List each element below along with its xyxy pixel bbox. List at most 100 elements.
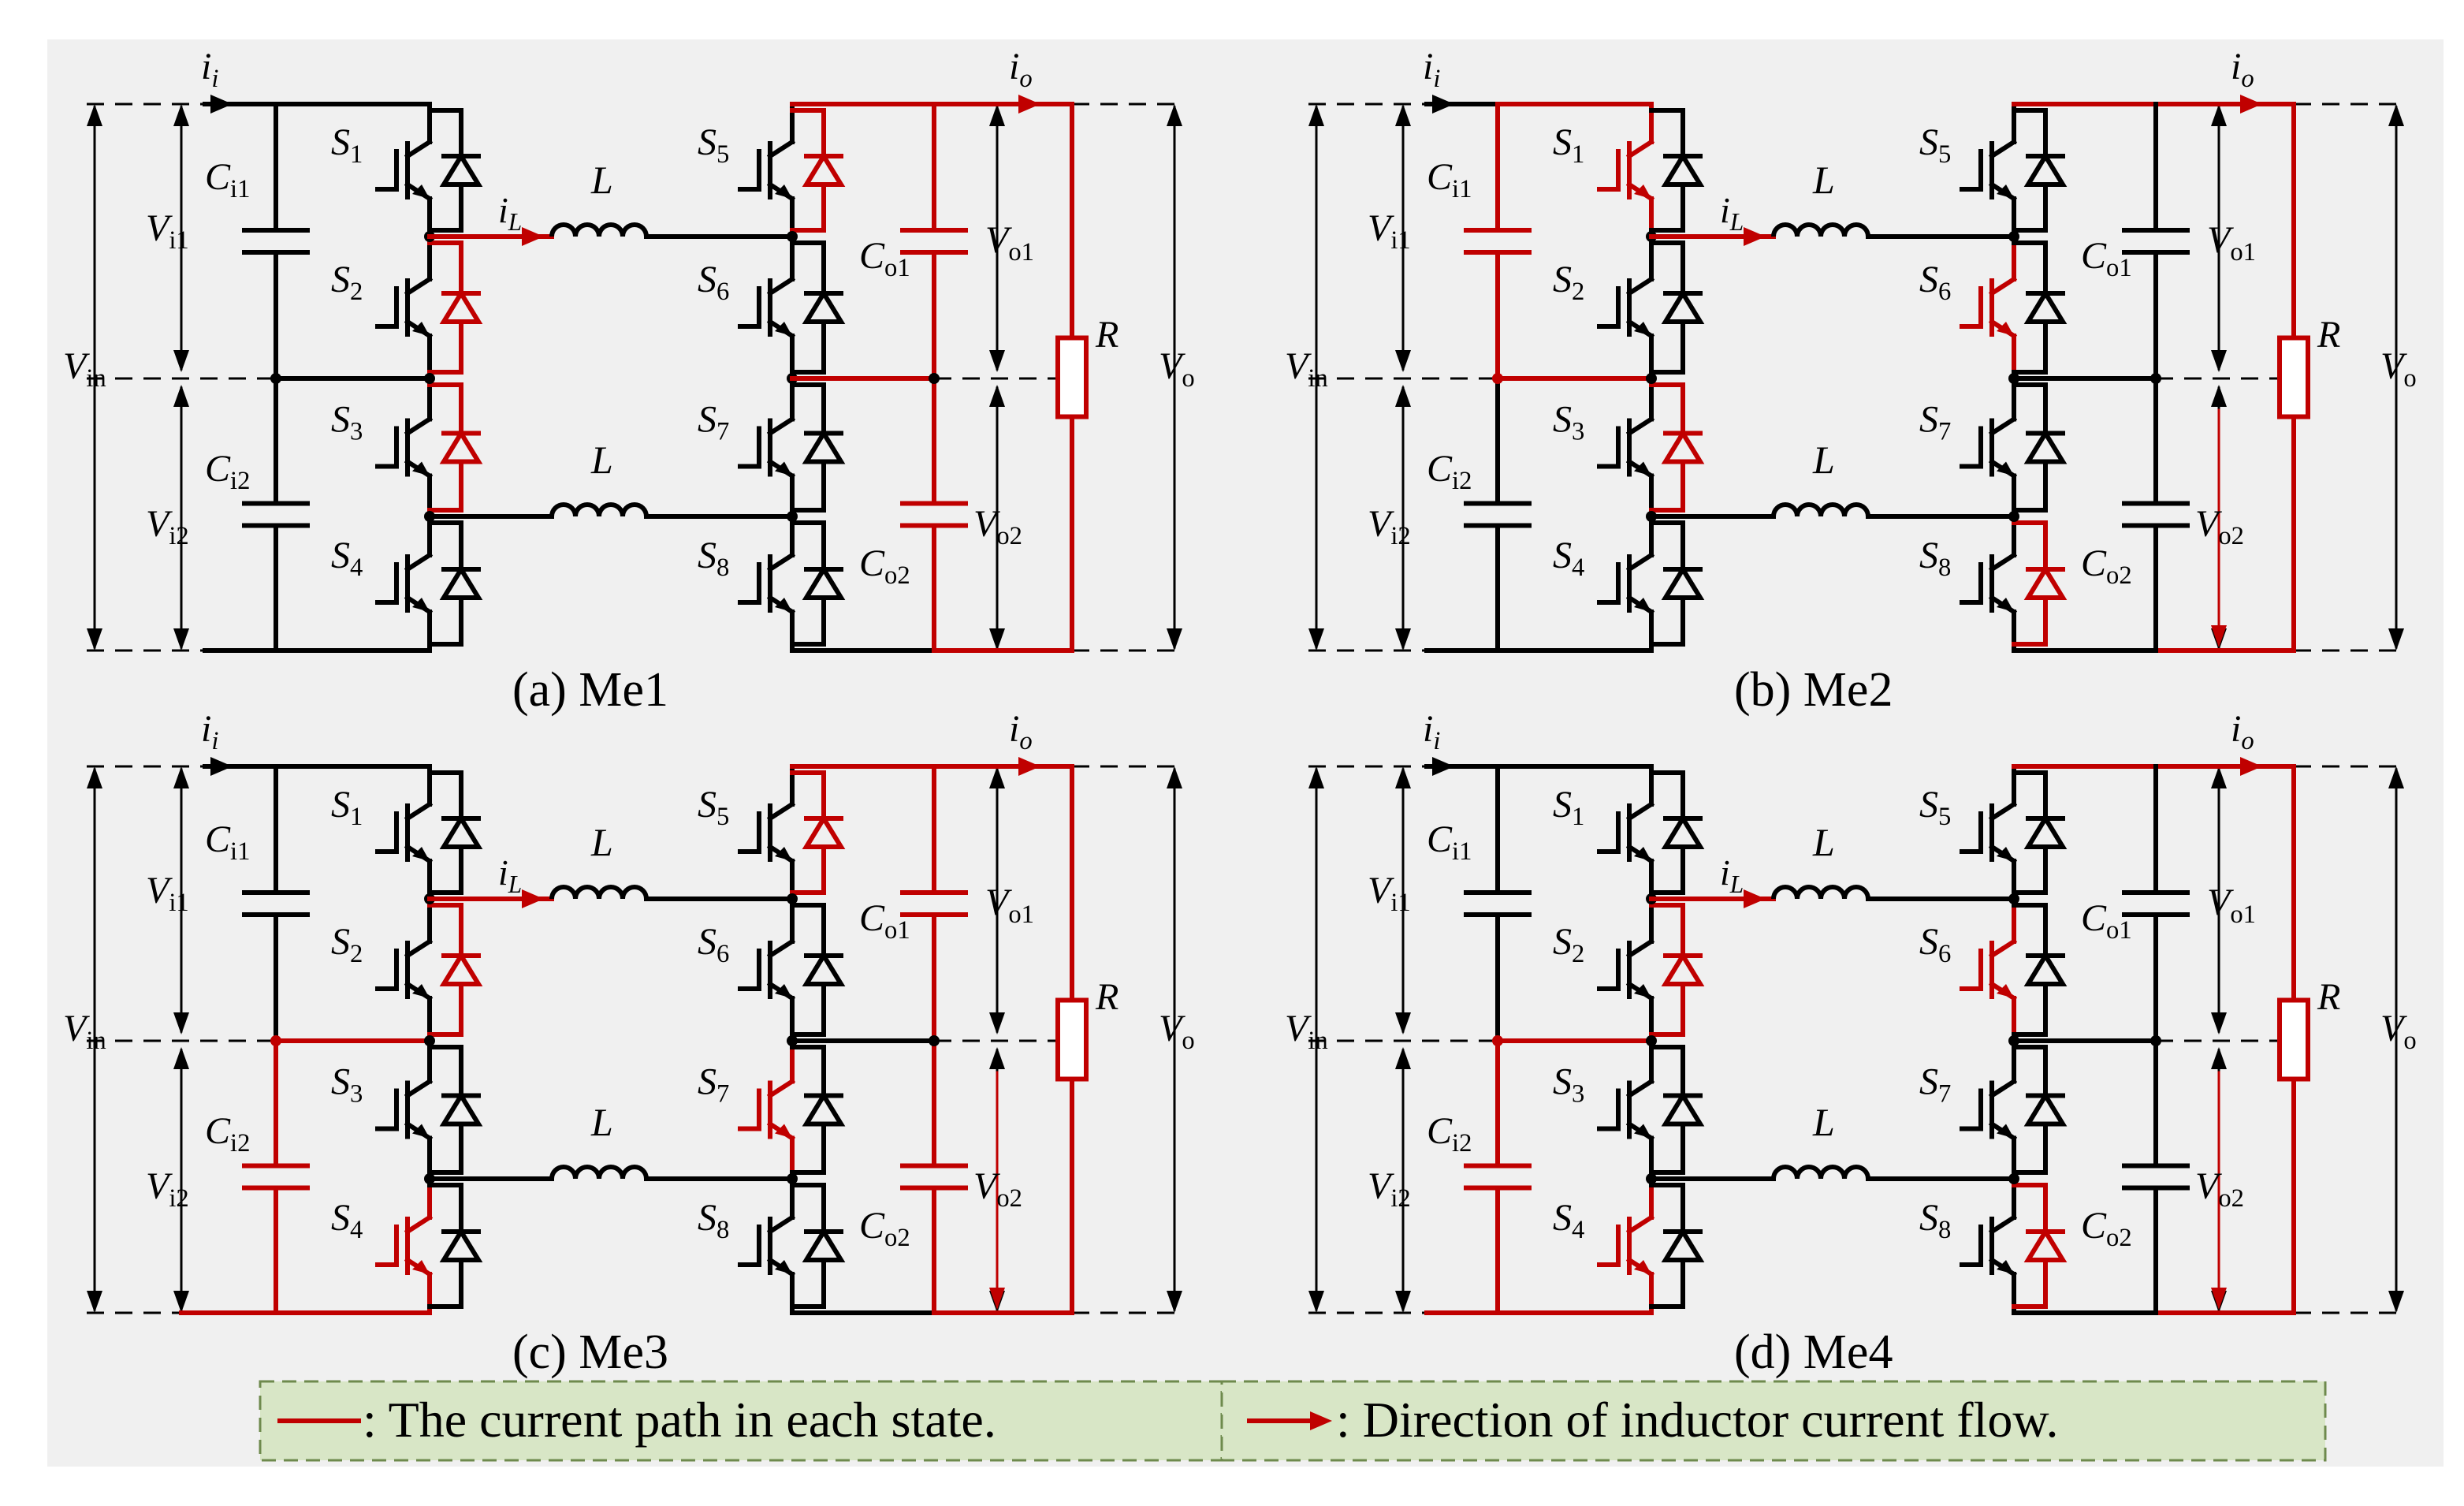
label-l-top-main: L <box>590 158 613 202</box>
label-l-top: L <box>1812 158 1835 202</box>
arrow-head <box>1018 95 1040 114</box>
label-il-main: i <box>1720 852 1730 893</box>
diode-triangle <box>439 814 483 849</box>
label-s5: S5 <box>1919 121 1951 169</box>
label-s5-main: S <box>1919 784 1938 826</box>
label-s7-sub: 7 <box>1938 1080 1951 1109</box>
label-s4-sub: 4 <box>350 554 363 582</box>
junction-dot <box>787 511 798 522</box>
label-r: R <box>2317 314 2340 356</box>
label-vo-sub: o <box>2403 1027 2416 1055</box>
label-ii-sub: i <box>1433 65 1440 93</box>
switch-s3 <box>1597 376 1705 519</box>
label-ci1: Ci1 <box>1427 156 1472 203</box>
label-s7-sub: 7 <box>716 418 729 446</box>
igbt-arrow <box>412 322 430 336</box>
label-l-top: L <box>590 158 613 202</box>
label-r-main: R <box>2317 314 2340 356</box>
label-vin-sub: in <box>86 364 106 393</box>
label-io-sub: o <box>2241 727 2254 755</box>
arrow-head <box>2211 766 2227 788</box>
label-ci1: Ci1 <box>205 156 250 203</box>
arrow-head <box>173 766 189 788</box>
label-vo-main: V <box>2380 345 2407 387</box>
label-vo2: Vo2 <box>2195 503 2244 550</box>
label-vo2: Vo2 <box>2195 1165 2244 1213</box>
label-s3-sub: 3 <box>350 1080 363 1109</box>
label-io: io <box>2231 46 2254 93</box>
igbt-collector <box>1988 800 2018 822</box>
junction-dot <box>1646 373 1657 384</box>
label-co1-main: C <box>2081 897 2107 939</box>
label-s3-main: S <box>331 399 350 441</box>
switch-s1 <box>1597 102 1705 239</box>
label-vi1-sub: i1 <box>169 889 188 917</box>
diode-triangle <box>2023 1090 2068 1127</box>
switch-s3 <box>1597 1038 1705 1181</box>
label-ci2: Ci2 <box>205 448 250 495</box>
switch-s1 <box>375 764 483 901</box>
label-s6: S6 <box>1919 921 1951 968</box>
label-s7: S7 <box>1919 1061 1951 1109</box>
diode-triangle <box>2023 951 2068 986</box>
label-io-main: i <box>1009 46 1019 88</box>
arrow-head <box>1432 757 1454 776</box>
label-vo: Vo <box>2380 1008 2417 1055</box>
label-s3-sub: 3 <box>350 418 363 446</box>
label-l-top: L <box>1812 820 1835 864</box>
igbt-arrow <box>775 322 792 336</box>
label-ii-main: i <box>201 46 211 88</box>
switch-s7 <box>738 376 846 519</box>
igbt-collector <box>1625 1213 1655 1236</box>
label-vin: Vin <box>63 1008 106 1055</box>
label-ii-main: i <box>201 708 211 750</box>
label-vi2: Vi2 <box>146 503 189 550</box>
label-l-top: L <box>590 820 613 864</box>
label-ci1: Ci1 <box>205 818 250 866</box>
label-ci2-main: C <box>205 448 231 490</box>
igbt-collector <box>1625 138 1655 160</box>
label-s1-main: S <box>331 784 350 826</box>
arrow-head <box>173 1012 189 1034</box>
label-il-main: i <box>498 852 508 893</box>
label-ci1-main: C <box>1427 818 1453 860</box>
label-r: R <box>1095 314 1118 356</box>
resistor-body <box>1055 335 1089 419</box>
igbt-arrow <box>412 1260 430 1274</box>
arrow-head <box>1395 350 1411 372</box>
label-l-bottom: L <box>590 1100 613 1144</box>
label-r: R <box>2317 976 2340 1018</box>
igbt-arrow <box>775 461 792 476</box>
arrow-head <box>2211 1288 2227 1310</box>
label-vo-main: V <box>2380 1008 2407 1049</box>
label-co1-sub: o1 <box>2106 254 2132 282</box>
label-vi2-sub: i2 <box>169 1184 188 1213</box>
igbt-collector <box>404 800 434 822</box>
label-r-main: R <box>2317 976 2340 1018</box>
label-il: iL <box>1720 190 1744 236</box>
igbt-arrow <box>1634 461 1651 476</box>
arrow-head <box>2388 766 2404 788</box>
label-vo1-sub: o1 <box>1008 238 1034 267</box>
label-vo1-main: V <box>985 219 1012 261</box>
label-co1-sub: o1 <box>2106 916 2132 945</box>
label-ii-main: i <box>1423 46 1433 88</box>
igbt-collector <box>766 1213 796 1236</box>
label-co2-sub: o2 <box>2106 1224 2132 1252</box>
label-r-main: R <box>1095 314 1118 356</box>
arrow-head <box>210 95 233 114</box>
label-co1: Co1 <box>859 235 910 282</box>
label-s4-main: S <box>1553 1197 1572 1239</box>
junction-dot <box>929 1035 940 1046</box>
label-l-bottom-main: L <box>590 438 613 482</box>
switch-s4 <box>1597 1176 1705 1315</box>
switch-s4 <box>375 1176 483 1315</box>
arrow-head <box>989 350 1005 372</box>
igbt-collector <box>1625 1078 1655 1099</box>
arrow-head <box>989 1012 1005 1034</box>
label-s7: S7 <box>1919 399 1951 446</box>
label-vo1-sub: o1 <box>1008 900 1034 929</box>
label-s6-main: S <box>1919 259 1938 300</box>
arrow-head <box>2211 1047 2227 1069</box>
label-vi2-sub: i2 <box>169 522 188 550</box>
